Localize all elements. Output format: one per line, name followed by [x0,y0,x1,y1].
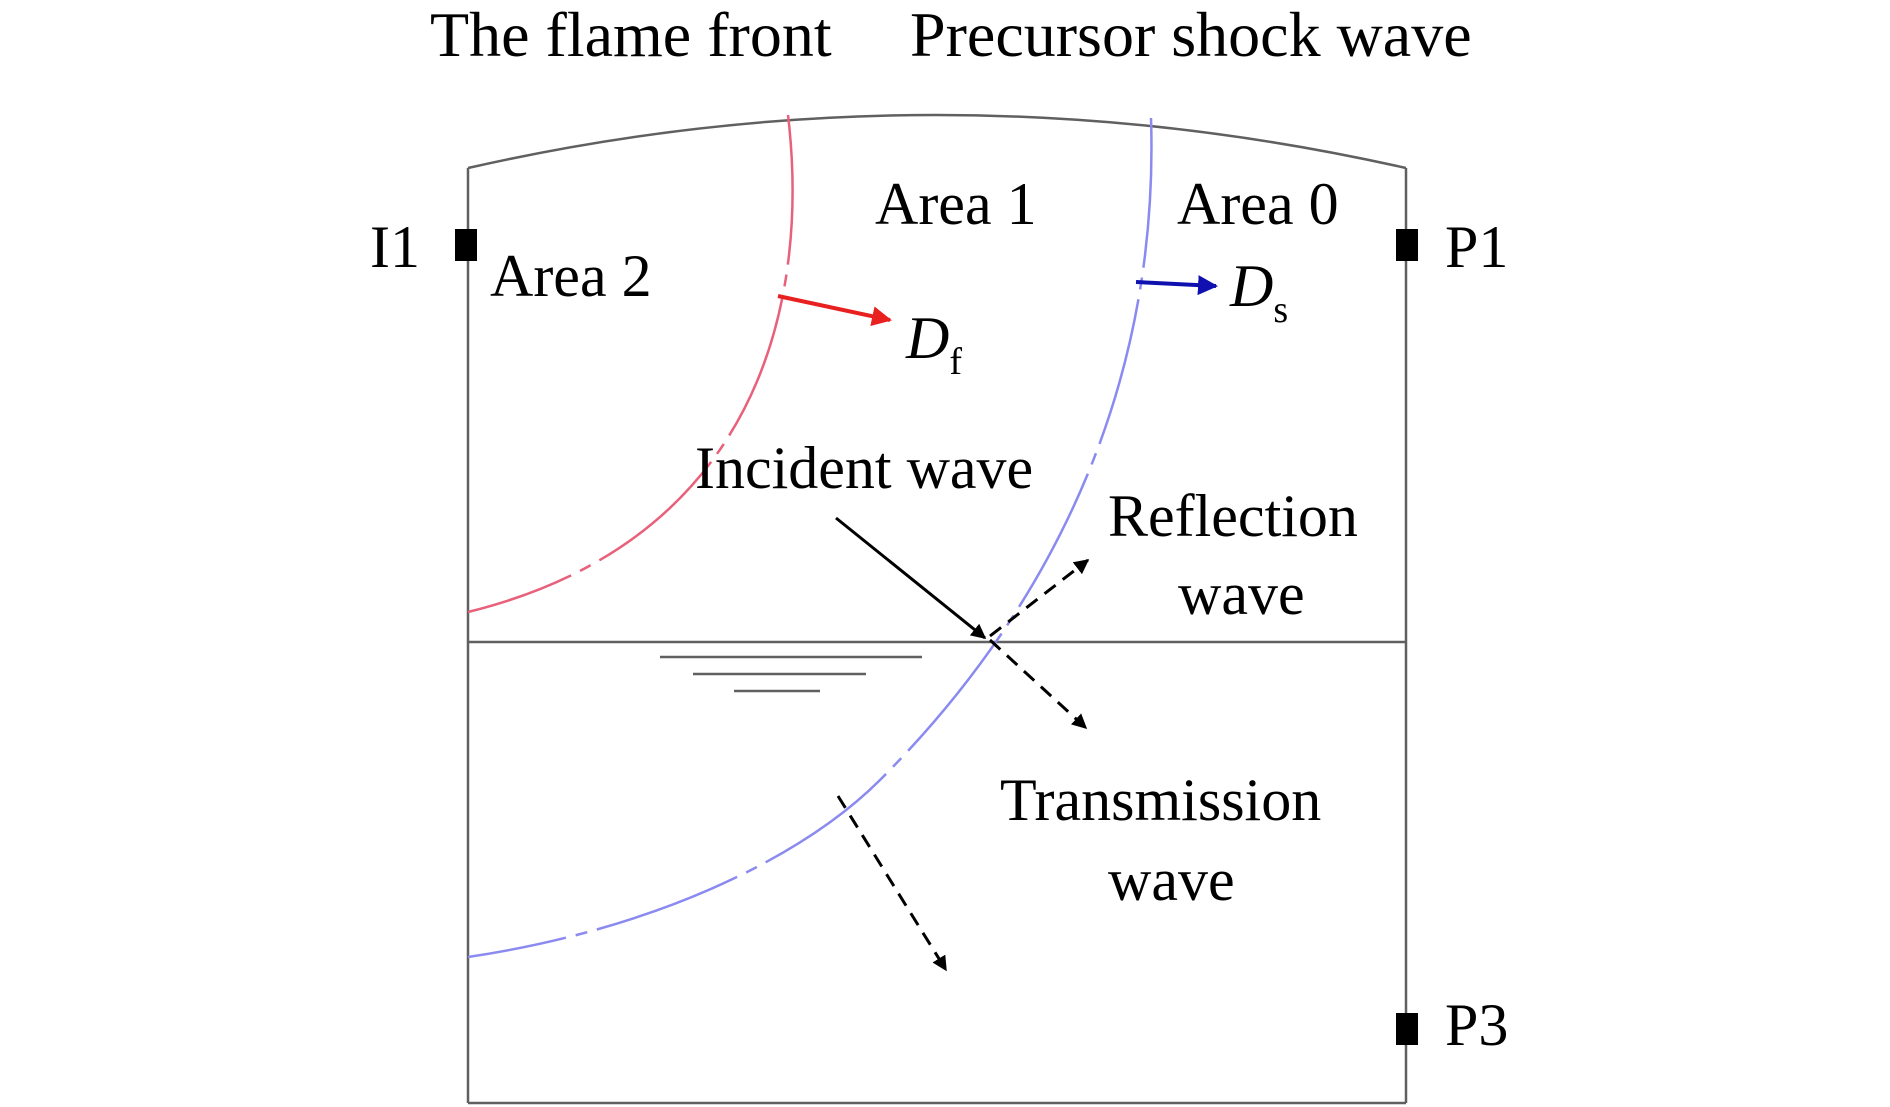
area-0-label: Area 0 [1177,171,1339,237]
shock-velocity-symbol: D [1229,253,1273,319]
transmission-wave-label-line2: wave [1108,847,1235,913]
reflection-wave-label-line2: wave [1178,561,1305,627]
flame-front-label: The flame front [430,0,832,70]
flame-front-curve [467,114,794,614]
shock-velocity-label: Ds [1229,253,1288,331]
transmission-wave-arrow [988,638,1088,730]
incident-wave-arrow [835,516,987,640]
transmitted-shock-arrow [836,795,948,972]
sensor-p1-marker [1396,229,1418,261]
sensor-p3-label: P3 [1445,992,1508,1058]
sensor-p3-marker [1396,1013,1418,1045]
water-level-icon [660,655,922,693]
precursor-shock-curve [467,117,1153,959]
vessel-top-arc [467,113,1407,170]
sensor-i1-label: I1 [370,214,420,280]
shock-velocity-subscript: s [1273,289,1288,331]
area-1-label: Area 1 [875,171,1037,237]
flame-velocity-arrow [777,294,892,327]
incident-wave-label: Incident wave [695,435,1033,501]
sensor-p1-label: P1 [1445,214,1508,280]
shock-velocity-arrow [1135,275,1218,296]
reflection-wave-arrow [989,558,1090,638]
flame-velocity-subscript: f [949,341,962,383]
transmission-wave-label-line1: Transmission [1000,767,1321,833]
reflection-wave-label-line1: Reflection [1108,483,1358,549]
sensor-i1-marker [455,229,477,261]
flame-velocity-label: Df [905,305,962,383]
precursor-shock-label: Precursor shock wave [910,0,1472,70]
flame-velocity-symbol: D [905,305,949,371]
area-2-label: Area 2 [490,243,652,309]
